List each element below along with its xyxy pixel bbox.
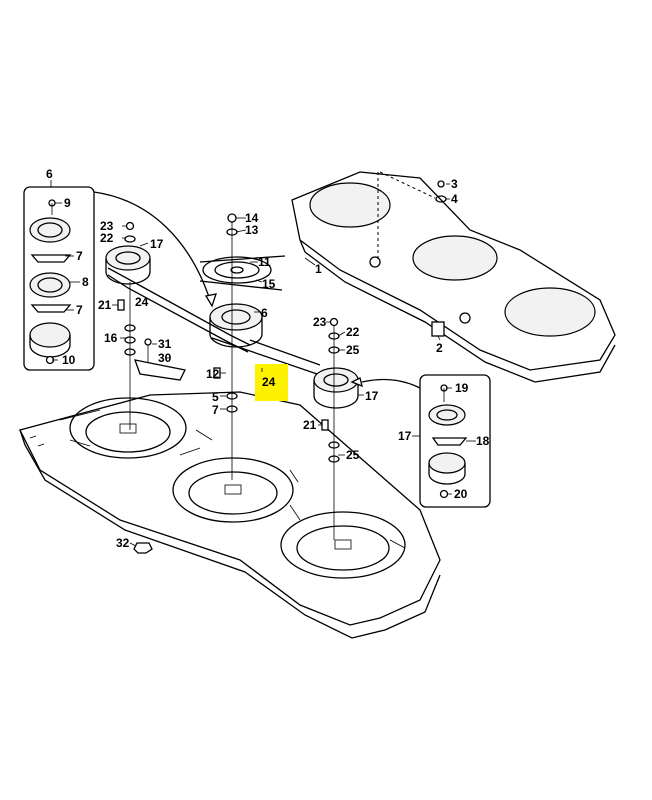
label-21-right: 21 bbox=[303, 418, 317, 432]
label-3: 3 bbox=[451, 177, 458, 191]
label-7-c: 7 bbox=[212, 403, 219, 417]
label-31: 31 bbox=[158, 337, 172, 351]
label-4: 4 bbox=[451, 192, 458, 206]
label-8: 8 bbox=[82, 275, 89, 289]
label-14: 14 bbox=[245, 211, 259, 225]
label-6-box: 6 bbox=[46, 167, 53, 181]
left-detail-box bbox=[23, 180, 95, 371]
label-23-left: 23 bbox=[100, 219, 114, 233]
arrow-left-to-center bbox=[93, 191, 211, 301]
leader-lines bbox=[112, 183, 452, 547]
label-7-b: 7 bbox=[76, 303, 83, 317]
arrowhead-center bbox=[204, 293, 217, 308]
label-21-left: 21 bbox=[98, 298, 112, 312]
label-25-b: 25 bbox=[346, 448, 360, 462]
label-7-a: 7 bbox=[76, 249, 83, 263]
label-24-highlight: 24 bbox=[262, 375, 276, 389]
label-2: 2 bbox=[436, 341, 443, 355]
drive-belt bbox=[211, 337, 321, 376]
center-pulley-assembly bbox=[199, 213, 286, 480]
part-labels: 6 9 7 8 7 10 23 22 17 24 21 16 31 30 14 … bbox=[46, 167, 490, 550]
label-22-left: 22 bbox=[100, 231, 114, 245]
arrow-right-to-pulley bbox=[361, 378, 421, 389]
label-9: 9 bbox=[64, 196, 71, 210]
top-cover bbox=[291, 171, 616, 383]
label-11: 11 bbox=[258, 255, 271, 269]
highlight-box bbox=[255, 364, 288, 401]
screw-part bbox=[437, 180, 445, 188]
label-30: 30 bbox=[158, 351, 172, 365]
label-24-left: 24 bbox=[135, 295, 149, 309]
label-13: 13 bbox=[245, 223, 259, 237]
clip-part bbox=[431, 321, 445, 337]
label-17-right: 17 bbox=[365, 389, 379, 403]
label-20: 20 bbox=[454, 487, 468, 501]
label-10: 10 bbox=[62, 353, 76, 367]
left-pulley-assembly bbox=[105, 221, 251, 430]
label-6: 6 bbox=[261, 306, 268, 320]
label-16: 16 bbox=[104, 331, 118, 345]
label-15: 15 bbox=[262, 277, 276, 291]
label-17-box: 17 bbox=[398, 429, 412, 443]
label-18: 18 bbox=[476, 434, 490, 448]
label-23-right: 23 bbox=[313, 315, 327, 329]
label-17-left: 17 bbox=[150, 237, 164, 251]
cutter-deck bbox=[19, 391, 441, 639]
nut-part bbox=[133, 542, 153, 554]
label-22-right: 22 bbox=[346, 325, 360, 339]
label-25-a: 25 bbox=[346, 343, 360, 357]
label-1: 1 bbox=[315, 262, 322, 276]
label-32: 32 bbox=[116, 536, 130, 550]
label-19: 19 bbox=[455, 381, 469, 395]
label-12: 12 bbox=[206, 367, 220, 381]
label-5: 5 bbox=[212, 390, 219, 404]
